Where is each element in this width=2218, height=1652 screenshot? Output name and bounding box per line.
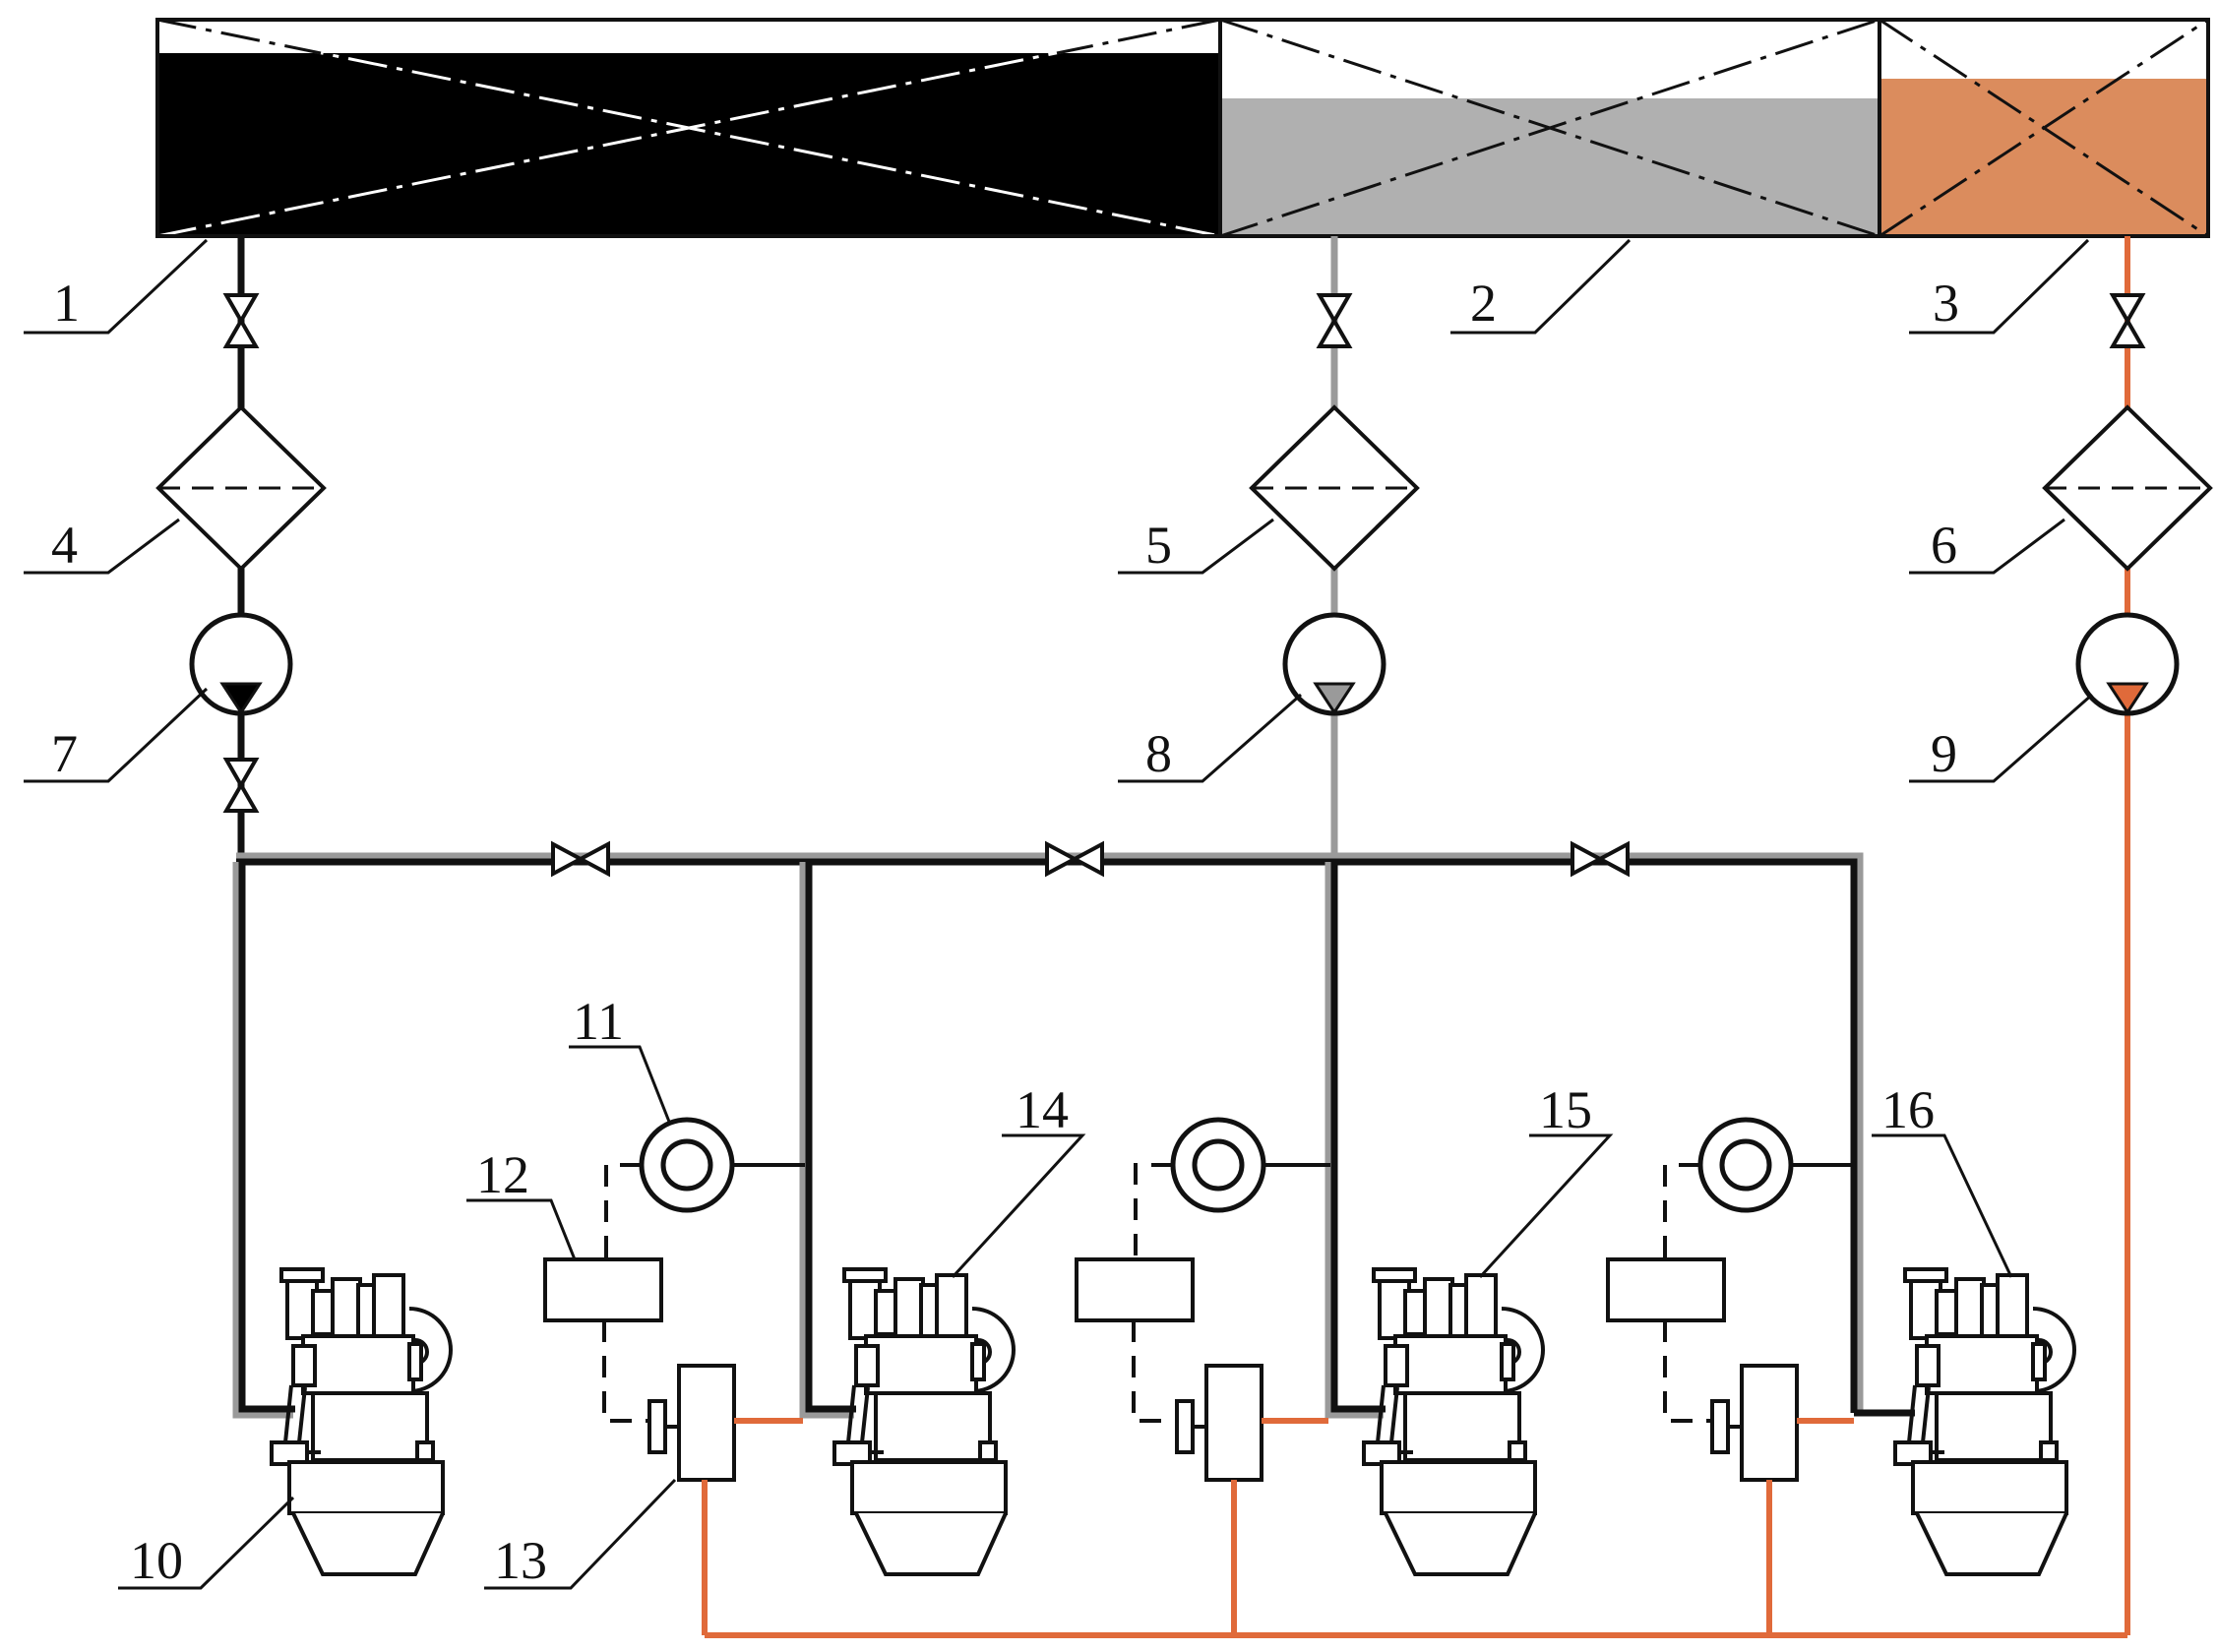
tank-outline	[155, 18, 2210, 238]
filter-5-icon	[1250, 405, 1419, 571]
compressor-11-icon	[642, 1120, 732, 1210]
label-engine-10: 10	[130, 1531, 183, 1590]
compressor-b	[1134, 1120, 1330, 1259]
compressor-c	[1663, 1120, 1856, 1259]
compressor-11	[604, 1120, 805, 1259]
label-engine-15: 15	[1539, 1080, 1592, 1139]
pump-7-icon	[189, 612, 293, 716]
compressor-c-icon	[1700, 1120, 1791, 1210]
controller-b	[1075, 1257, 1195, 1322]
label-unit-13: 13	[494, 1531, 547, 1590]
tank-1	[155, 18, 1222, 238]
label-tank-1: 1	[53, 274, 80, 333]
label-filter-4: 4	[51, 516, 78, 575]
leader-lines	[24, 238, 2093, 1590]
label-pump-8: 8	[1145, 724, 1172, 783]
label-compressor-11: 11	[573, 992, 624, 1051]
valve-pump7-outlet-icon[interactable]	[224, 758, 258, 813]
label-engine-16: 16	[1881, 1080, 1935, 1139]
valve-tank3-icon[interactable]	[2111, 293, 2144, 348]
label-pump-7: 7	[51, 724, 78, 783]
label-filter-6: 6	[1931, 516, 1957, 575]
engine-15-icon	[1362, 1267, 1545, 1576]
pump-8-icon	[1282, 612, 1386, 716]
unit-b	[1175, 1364, 1263, 1482]
unit-13	[647, 1364, 736, 1482]
filter-6-icon	[2043, 405, 2212, 571]
compressor-b-icon	[1173, 1120, 1263, 1210]
valve-tank2-icon[interactable]	[1318, 293, 1351, 348]
tank-2	[1218, 18, 1881, 238]
engine-10-icon	[270, 1267, 453, 1576]
label-engine-14: 14	[1016, 1080, 1069, 1139]
filter-4-icon	[156, 405, 326, 571]
label-tank-2: 2	[1470, 274, 1497, 333]
label-controller-12: 12	[476, 1145, 529, 1204]
label-tank-3: 3	[1933, 274, 1959, 333]
label-filter-5: 5	[1145, 516, 1172, 575]
valve-tank1-icon[interactable]	[224, 293, 258, 348]
controller-c	[1606, 1257, 1726, 1322]
pump-9-icon	[2075, 612, 2180, 716]
label-pump-9: 9	[1931, 724, 1957, 783]
unit-c	[1710, 1364, 1799, 1482]
header-valve-2-icon[interactable]	[1045, 842, 1104, 876]
controller-12	[543, 1257, 663, 1322]
tank-3	[1878, 18, 2210, 238]
engine-16-icon	[1893, 1267, 2076, 1576]
header-valve-3-icon[interactable]	[1571, 842, 1630, 876]
header-valve-1-icon[interactable]	[551, 842, 610, 876]
engine-14-icon	[832, 1267, 1016, 1576]
